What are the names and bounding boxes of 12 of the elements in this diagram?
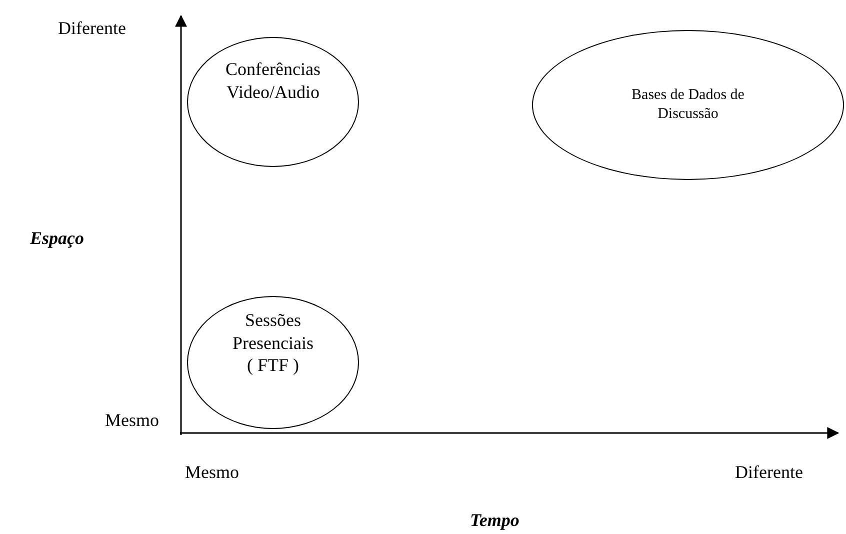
ellipse-node [532,30,844,180]
node-label: Conferências Video/Audio [224,58,322,103]
ellipse-node [187,37,359,167]
axis-title: Espaço [30,228,84,249]
axis-tick-label: Mesmo [105,410,159,431]
axis-tick-label: Diferente [735,462,803,483]
ellipse-node [187,296,359,429]
axis-tick-label: Diferente [58,18,126,39]
node-label: Bases de Dados de Discussão [630,86,746,124]
node-label: Sessões Presenciais ( FTF ) [232,309,314,376]
axis-title: Tempo [470,510,520,531]
axis-tick-label: Mesmo [185,462,239,483]
